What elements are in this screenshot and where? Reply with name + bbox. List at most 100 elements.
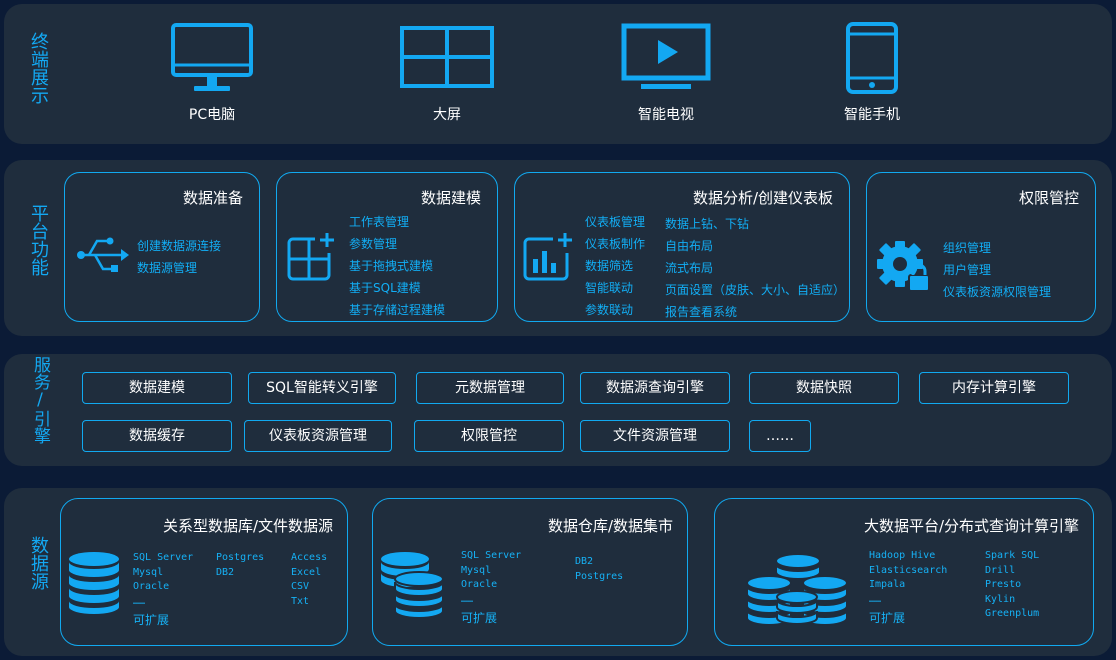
source-item[interactable]: Presto [985,579,1022,590]
source-item: …… [461,593,474,605]
card-item[interactable]: 智能联动 [585,281,634,295]
source-item[interactable]: Kylin [985,593,1016,605]
source-item[interactable]: SQL Server [461,550,522,561]
source-item[interactable]: Postgres [575,570,624,582]
source-item[interactable]: Txt [291,595,310,607]
source-extensible: 可扩展 [461,611,498,625]
source-item[interactable]: Postgres [216,552,265,563]
card-item[interactable]: 流式布局 [665,261,714,275]
source-list: Access Excel CSV Txt [291,551,327,609]
service-data-cache[interactable]: 数据缓存 [82,420,232,452]
source-item[interactable]: Impala [869,579,906,590]
service-layer: 服务/引擎 数据建模 SQL智能转义引擎 元数据管理 数据源查询引擎 数据快照 … [4,354,1112,466]
source-item[interactable]: Excel [291,566,322,578]
card-title: 数据建模 [420,189,481,207]
card-item[interactable]: 参数管理 [349,237,398,251]
card-item-list: 组织管理 用户管理 仪表板资源权限管理 [943,237,1051,303]
card-item[interactable]: 数据上钻、下钻 [665,217,750,231]
card-data-analysis[interactable]: 数据分析/创建仪表板 仪表板管理 仪表板制作 数据筛选 智能联动 参数联动 数据… [514,172,850,322]
source-extensible: 可扩展 [869,611,906,625]
service-sql-engine[interactable]: SQL智能转义引擎 [248,372,396,404]
source-item[interactable]: Oracle [461,579,498,590]
card-item[interactable]: 组织管理 [943,241,992,255]
service-data-snapshot[interactable]: 数据快照 [749,372,899,404]
service-query-engine[interactable]: 数据源查询引擎 [580,372,730,404]
service-more[interactable]: …… [749,420,811,452]
source-item[interactable]: Mysql [133,566,164,578]
service-dashboard-resources[interactable]: 仪表板资源管理 [244,420,392,452]
service-memory-engine[interactable]: 内存计算引擎 [919,372,1069,404]
database-cluster-icon [746,553,848,626]
source-list: Hadoop Hive Elasticsearch Impala …… 可扩展 [869,549,947,626]
card-item[interactable]: 数据源管理 [137,261,198,275]
card-data-modeling[interactable]: 数据建模 工作表管理 参数管理 基于拖拽式建模 基于SQL建模 基于存储过程建模 [276,172,498,322]
card-item[interactable]: 页面设置（皮肤、大小、自适应） [665,283,846,297]
source-item: …… [133,595,146,607]
service-metadata[interactable]: 元数据管理 [416,372,564,404]
terminal-layer-title: 终端展示 [28,32,49,104]
terminal-label: 智能手机 [844,107,900,123]
gear-lock-icon [877,241,930,292]
terminal-pc: PC电脑 [142,22,282,124]
bar-chart-plus-icon [523,233,572,281]
source-item[interactable]: Elasticsearch [869,564,948,576]
source-item[interactable]: Greenplum [985,608,1040,619]
platform-layer-title: 平台功能 [28,204,49,276]
grid-plus-icon [287,233,334,281]
source-item[interactable]: DB2 [216,566,235,578]
source-card-title: 大数据平台/分布式查询计算引擎 [863,517,1079,535]
source-card-relational[interactable]: 关系型数据库/文件数据源 SQL Server Mysql Oracle …… … [60,498,348,646]
source-item[interactable]: Hadoop Hive [869,550,936,561]
card-item[interactable]: 基于存储过程建模 [349,303,446,317]
source-item[interactable]: SQL Server [133,552,194,563]
source-item[interactable]: CSV [291,581,310,592]
card-item[interactable]: 参数联动 [585,303,634,317]
source-card-warehouse[interactable]: 数据仓库/数据集市 SQL Server Mysql Oracle …… 可扩展… [372,498,688,646]
smartphone-icon [846,22,898,94]
card-item[interactable]: 基于SQL建模 [349,281,421,295]
card-item[interactable]: 数据筛选 [585,259,634,273]
card-item[interactable]: 用户管理 [943,263,992,277]
card-permission-control[interactable]: 权限管控 组织管理 用户管理 仪表板资源权限管理 [866,172,1096,322]
card-item[interactable]: 创建数据源连接 [137,239,222,253]
source-item[interactable]: Access [291,552,328,563]
card-title: 数据分析/创建仪表板 [692,189,833,207]
card-item[interactable]: 报告查看系统 [665,305,738,319]
source-list: SQL Server Mysql Oracle …… 可扩展 [461,549,521,626]
card-item-list-right: 数据上钻、下钻 自由布局 流式布局 页面设置（皮肤、大小、自适应） 报告查看系统 [665,213,845,323]
source-item[interactable]: Mysql [461,564,492,576]
source-item[interactable]: Oracle [133,581,170,592]
terminal-layer: 终端展示 PC电脑 大屏 智能电视 智能手 [4,4,1112,144]
terminal-label: 大屏 [433,107,461,123]
card-item-list: 工作表管理 参数管理 基于拖拽式建模 基于SQL建模 基于存储过程建模 [349,211,445,321]
source-extensible: 可扩展 [133,613,170,627]
card-item[interactable]: 仪表板管理 [585,215,646,229]
card-title: 权限管控 [1018,189,1079,207]
source-layer: 数据源 关系型数据库/文件数据源 SQL Server Mysql Oracle… [4,488,1112,656]
terminal-label: PC电脑 [188,107,236,123]
source-list: Spark SQL Drill Presto Kylin Greenplum [985,549,1039,622]
terminal-label: 智能电视 [638,107,694,123]
card-item[interactable]: 仪表板资源权限管理 [943,285,1052,299]
source-list: DB2 Postgres [575,555,623,584]
card-item[interactable]: 仪表板制作 [585,237,646,251]
card-item[interactable]: 自由布局 [665,239,714,253]
card-item[interactable]: 工作表管理 [349,215,410,229]
service-file-resources[interactable]: 文件资源管理 [580,420,730,452]
source-card-bigdata[interactable]: 大数据平台/分布式查询计算引擎 Hadoop Hive Elasticsearc… [714,498,1094,646]
source-item[interactable]: DB2 [575,556,594,567]
platform-layer: 平台功能 数据准备 创建数据源连接 数据源管理 数据建模 工作表管理 [4,160,1112,336]
usb-icon [77,237,129,272]
service-data-modeling[interactable]: 数据建模 [82,372,232,404]
monitor-icon [171,23,253,91]
source-card-title: 关系型数据库/文件数据源 [162,517,333,535]
source-list: Postgres DB2 [216,551,264,580]
database-cluster-icon [381,552,444,619]
card-item[interactable]: 基于拖拽式建模 [349,259,434,273]
service-permission[interactable]: 权限管控 [414,420,564,452]
source-item[interactable]: Spark SQL [985,550,1040,561]
card-data-preparation[interactable]: 数据准备 创建数据源连接 数据源管理 [64,172,260,322]
card-title: 数据准备 [182,189,243,207]
source-item[interactable]: Drill [985,564,1016,576]
big-screen-icon [400,26,494,88]
